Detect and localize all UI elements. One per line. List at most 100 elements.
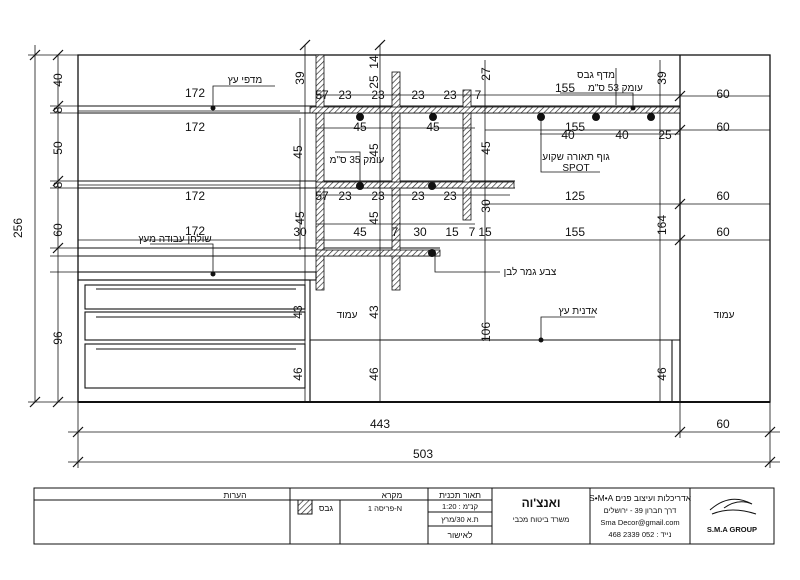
- dim-39a: 39: [293, 71, 307, 85]
- dim-172b: 172: [185, 120, 205, 134]
- dim-23f: 23: [371, 189, 385, 203]
- dim-total-503: 503: [413, 447, 433, 461]
- dim-172d: 172: [185, 224, 205, 238]
- annotations: מדפי עץ מדף גבס עומק 53 ס"מ גוף תאורה שק…: [138, 70, 734, 321]
- dimension-ticks: [29, 39, 776, 468]
- dim-total-443: 443: [370, 417, 390, 431]
- dim-30b: 30: [293, 225, 307, 239]
- dimension-lines: [28, 45, 780, 468]
- dim-30c: 30: [413, 225, 427, 239]
- dim-45e: 45: [367, 211, 381, 225]
- label-wood-shelves: מדפי עץ: [228, 75, 263, 86]
- dim-46a: 46: [291, 367, 305, 381]
- dim-60d: 60: [716, 225, 730, 239]
- dim-45a: 45: [291, 145, 305, 159]
- dim-left-40: 40: [51, 73, 65, 87]
- tb-project-sub: משרד ביטוח מכבי: [513, 515, 570, 524]
- tb-notes: הערות: [224, 490, 247, 500]
- dim-25b: 25: [658, 128, 672, 142]
- dim-45c: 45: [479, 141, 493, 155]
- dim-155c: 155: [565, 225, 585, 239]
- label-shelf-depth-35: עומק 35 ס"מ: [330, 155, 385, 166]
- dim-7a: 7: [475, 88, 482, 102]
- dim-23a: 23: [338, 88, 352, 102]
- title-block-texts: הערות מקרא גבס תאור תכנית קנ"מ : 1:20 פר…: [224, 490, 758, 540]
- dim-43b: 43: [367, 305, 381, 319]
- dim-overall-height: 256: [11, 218, 25, 238]
- tb-project: ואנצ'וה: [522, 496, 561, 510]
- label-spot: SPOT: [562, 163, 589, 174]
- tb-drawing-desc: תאור תכנית: [439, 490, 481, 500]
- tb-legend-item: גבס: [319, 503, 334, 513]
- dim-45d: 45: [293, 211, 307, 225]
- tb-scale: קנ"מ : 1:20: [442, 502, 479, 511]
- dim-60c: 60: [716, 189, 730, 203]
- label-column-right: עמוד: [714, 310, 735, 321]
- tb-status: לאישור: [447, 530, 472, 540]
- dim-155b: 155: [565, 120, 585, 134]
- dim-57a: 57: [315, 88, 329, 102]
- dim-27: 27: [479, 67, 493, 81]
- dim-7b: 7: [392, 225, 399, 239]
- dim-45b: 45: [367, 143, 381, 157]
- dim-164: 164: [655, 215, 669, 235]
- dim-14: 14: [367, 55, 381, 69]
- dim-left-8a: 8: [51, 106, 65, 113]
- dim-23g: 23: [411, 189, 425, 203]
- dimension-texts: 256 40 8 50 8 60 96 172 172 172 172 155 …: [11, 55, 730, 461]
- dim-23h: 23: [443, 189, 457, 203]
- dim-left-60: 60: [51, 223, 65, 237]
- dim-23b: 23: [371, 88, 385, 102]
- dim-45a-h: 45: [353, 120, 367, 134]
- dim-60b: 60: [716, 120, 730, 134]
- label-white-paint: צבע גמר לבן: [504, 266, 557, 278]
- label-shelf-depth-53: עומק 53 ס"מ: [588, 83, 643, 94]
- dim-60a: 60: [716, 87, 730, 101]
- dim-7c: 7: [469, 225, 476, 239]
- dim-15: 15: [445, 225, 459, 239]
- tb-legend-title: מקרא: [382, 490, 403, 500]
- leader-dots: [210, 105, 636, 343]
- dim-39b: 39: [655, 71, 669, 85]
- dim-15b: 15: [478, 225, 492, 239]
- dim-23e: 23: [338, 189, 352, 203]
- title-block: [33, 487, 775, 545]
- dim-30a: 30: [479, 199, 493, 213]
- tb-logo-text: S.M.A GROUP: [707, 525, 757, 534]
- label-column-left: עמוד: [337, 310, 358, 321]
- dim-46c: 46: [655, 367, 669, 381]
- sma-logo-icon: [709, 498, 757, 515]
- label-desk: שולחן עבודה מעץ: [138, 233, 211, 245]
- dim-45f: 45: [353, 225, 367, 239]
- dim-40b: 40: [615, 128, 629, 142]
- tb-company-phone: נייד : 052 2339 468: [608, 530, 671, 539]
- label-spot-light: גוף תאורה שקוע: [542, 152, 609, 163]
- tb-company-email: Sma Decor@gmail.com: [600, 518, 679, 527]
- dim-172a: 172: [185, 86, 205, 100]
- dim-106: 106: [479, 322, 493, 342]
- dim-155a: 155: [555, 81, 575, 95]
- tb-sheet: פריסה 1-N: [368, 504, 402, 513]
- tb-company-line2: דרך חברון 39 - ירושלים: [604, 506, 677, 515]
- dim-40a: 40: [561, 128, 575, 142]
- tb-company-line1: S•M•A אדריכלות ועיצוב פנים: [589, 493, 692, 503]
- dim-23c: 23: [411, 88, 425, 102]
- dim-23d: 23: [443, 88, 457, 102]
- dim-left-96: 96: [51, 331, 65, 345]
- tb-date: ת.א 30/מרץ: [441, 515, 478, 524]
- dim-172c: 172: [185, 189, 205, 203]
- desk-cabinet: [77, 271, 680, 403]
- dim-25a: 25: [367, 75, 381, 89]
- spot-lights: [356, 113, 655, 257]
- label-back-shelf: מדף גבס: [577, 70, 615, 81]
- dim-total-60: 60: [716, 417, 730, 431]
- dim-57b: 57: [315, 189, 329, 203]
- dim-125: 125: [565, 189, 585, 203]
- dim-46b: 46: [367, 367, 381, 381]
- dim-left-8b: 8: [51, 181, 65, 188]
- label-wood-cabinet: אדנית עץ: [559, 306, 598, 317]
- leader-lines: [150, 85, 634, 340]
- dim-left-50: 50: [51, 141, 65, 155]
- dim-45b-h: 45: [426, 120, 440, 134]
